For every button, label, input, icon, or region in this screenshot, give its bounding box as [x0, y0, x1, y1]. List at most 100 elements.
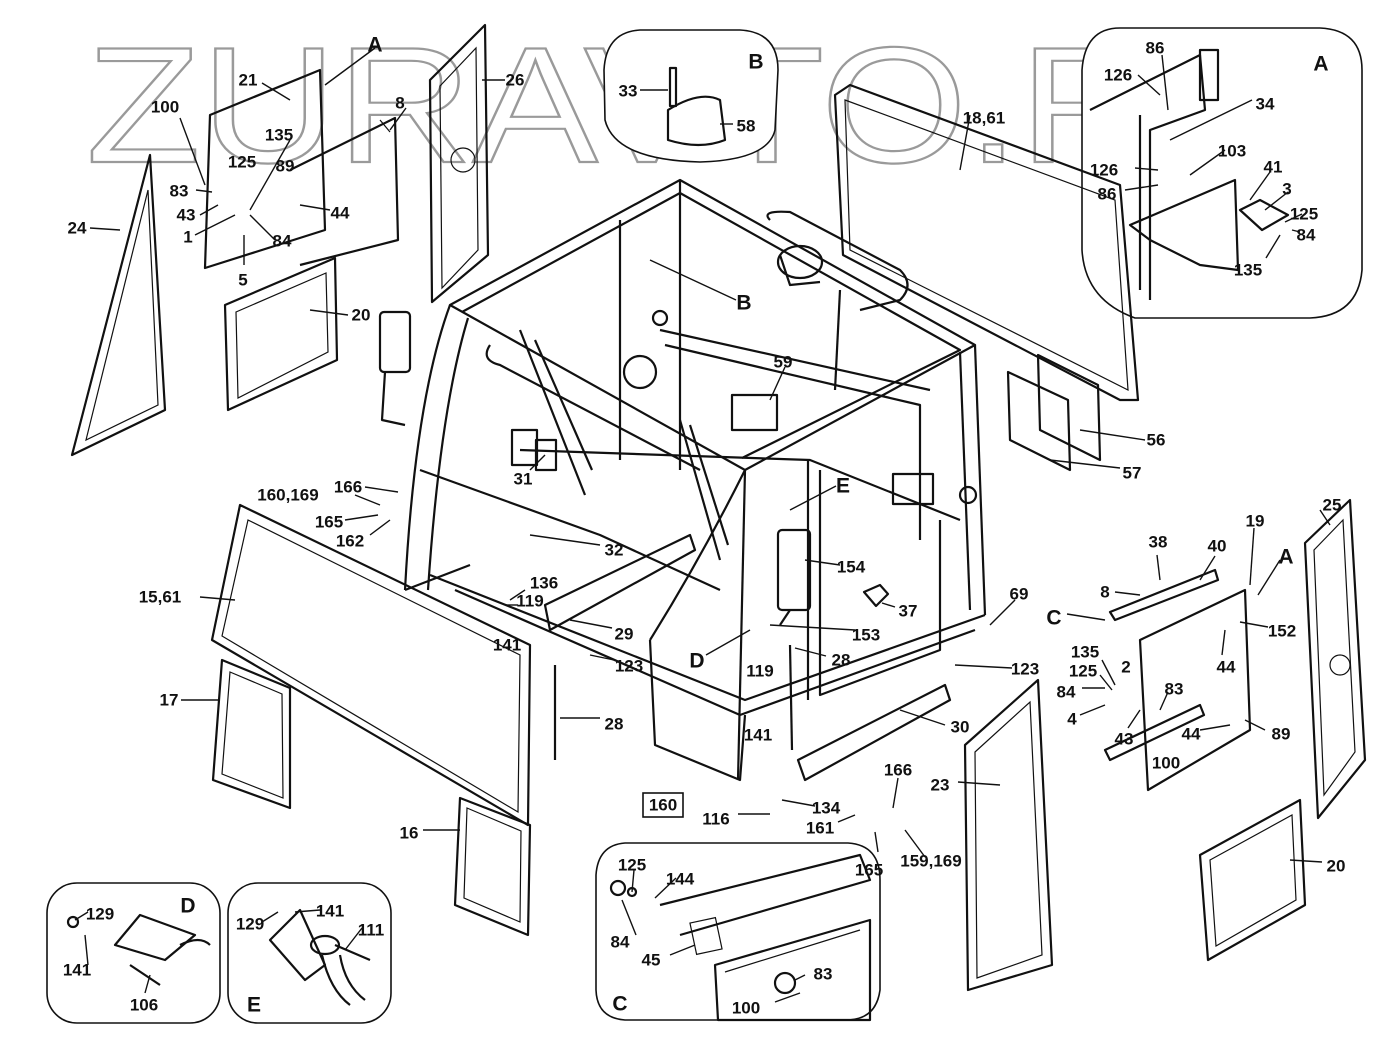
lbl-116: 116 — [702, 810, 729, 829]
lbl-141-d: 141 — [63, 961, 91, 980]
lbl-166-l: 166 — [334, 478, 362, 497]
lbl-154: 154 — [837, 558, 866, 577]
lbl-19: 19 — [1246, 512, 1265, 531]
lbl-45: 45 — [642, 951, 661, 970]
lbl-162: 162 — [336, 532, 364, 551]
lbl-40: 40 — [1208, 537, 1227, 556]
lbl-89-m: 89 — [1272, 725, 1291, 744]
cab-frame — [378, 178, 987, 782]
lbl-126-a1: 126 — [1104, 66, 1132, 85]
lbl-e-main: E — [836, 475, 850, 498]
lbl-136: 136 — [530, 574, 558, 593]
lbl-24: 24 — [68, 219, 87, 238]
lbl-c-mid: C — [1046, 607, 1061, 630]
glass-15-61 — [210, 503, 532, 827]
lbl-141-m: 141 — [744, 726, 772, 745]
lbl-100-c: 100 — [732, 999, 760, 1018]
glass-16 — [453, 796, 532, 937]
lbl-161: 161 — [806, 819, 834, 838]
lbl-153: 153 — [852, 626, 880, 645]
lbl-a-top: A — [367, 34, 382, 57]
lbl-58: 58 — [737, 117, 756, 136]
lbl-84-a: 84 — [1297, 226, 1316, 245]
lbl-125-a: 125 — [1290, 205, 1318, 224]
lbl-141-l: 141 — [493, 636, 521, 655]
lbl-134: 134 — [812, 799, 841, 818]
lbl-44-tl: 44 — [331, 204, 350, 223]
lbl-25: 25 — [1323, 496, 1342, 515]
lbl-84-m: 84 — [1057, 683, 1076, 702]
lbl-111: 111 — [358, 921, 385, 940]
lbl-103: 103 — [1218, 142, 1246, 161]
lbl-31: 31 — [514, 470, 533, 489]
lbl-20-br: 20 — [1327, 857, 1346, 876]
lbl-165-l: 165 — [315, 513, 343, 532]
glass-23 — [963, 678, 1054, 992]
lbl-8-mid: 8 — [1100, 583, 1109, 602]
lbl-43-tl: 43 — [177, 206, 196, 225]
lbl-84-tl: 84 — [273, 232, 292, 251]
inset-e-detail — [268, 908, 371, 1006]
lbl-44-m1: 44 — [1217, 658, 1236, 677]
callout-b — [603, 29, 779, 163]
lbl-83-c: 83 — [814, 965, 833, 984]
lbl-89-tl: 89 — [276, 157, 295, 176]
lbl-84-c: 84 — [611, 933, 630, 952]
lbl-17: 17 — [160, 691, 179, 710]
lbl-41: 41 — [1264, 158, 1283, 177]
lbl-160-169: 160,169 — [257, 486, 318, 505]
lbl-86-a1: 86 — [1146, 39, 1165, 58]
lbl-43-m: 43 — [1115, 730, 1134, 749]
lbl-38: 38 — [1149, 533, 1168, 552]
lbl-3: 3 — [1282, 180, 1291, 199]
lbl-28-l: 28 — [605, 715, 624, 734]
lbl-119-m: 119 — [746, 662, 773, 681]
lbl-e-inset: E — [247, 994, 261, 1017]
lbl-166-r: 166 — [884, 761, 912, 780]
lbl-141-e: 141 — [316, 902, 344, 921]
lbl-160-box: 160 — [649, 796, 677, 815]
lbl-126-a2: 126 — [1090, 161, 1118, 180]
lbl-83-tl: 83 — [170, 182, 189, 201]
lbl-119-l: 119 — [516, 592, 543, 611]
lbl-23: 23 — [931, 776, 950, 795]
lbl-106: 106 — [130, 996, 158, 1015]
lbl-123-l: 123 — [615, 657, 643, 676]
lbl-15-61: 15,61 — [139, 588, 182, 607]
lbl-56: 56 — [1147, 431, 1166, 450]
lbl-44-m2: 44 — [1182, 725, 1201, 744]
panel-56-57 — [1006, 353, 1102, 472]
lbl-33: 33 — [619, 82, 638, 101]
lbl-16: 16 — [400, 824, 419, 843]
glass-24 — [70, 153, 167, 457]
lbl-129-e: 129 — [236, 915, 264, 934]
inset-b-detail — [666, 66, 727, 147]
glass-17 — [211, 658, 292, 810]
lbl-1: 1 — [183, 228, 192, 247]
lbl-100-tl: 100 — [151, 98, 179, 117]
lbl-125-c: 125 — [618, 856, 646, 875]
lbl-125-tl: 125 — [228, 153, 256, 172]
lbl-d-inset: D — [180, 895, 195, 918]
lbl-4: 4 — [1067, 710, 1077, 729]
callout-d — [46, 882, 221, 1024]
lbl-c-inset: C — [612, 993, 627, 1016]
lbl-29: 29 — [615, 625, 634, 644]
lbl-152: 152 — [1268, 622, 1296, 641]
lbl-100-m: 100 — [1152, 754, 1180, 773]
lbl-59: 59 — [774, 353, 793, 372]
lbl-20-tl: 20 — [352, 306, 371, 325]
lbl-a-mid: A — [1278, 546, 1293, 569]
lbl-165-r: 165 — [855, 861, 883, 880]
lbl-86-a2: 86 — [1098, 185, 1117, 204]
callout-a — [1081, 27, 1363, 319]
lbl-21: 21 — [239, 71, 258, 90]
lbl-28-m: 28 — [832, 651, 851, 670]
lbl-32: 32 — [605, 541, 624, 560]
lbl-129-d: 129 — [86, 905, 114, 924]
lbl-30: 30 — [951, 718, 970, 737]
lbl-37: 37 — [899, 602, 918, 621]
lbl-8-top: 8 — [395, 94, 404, 113]
lbl-135-m: 135 — [1071, 643, 1099, 662]
